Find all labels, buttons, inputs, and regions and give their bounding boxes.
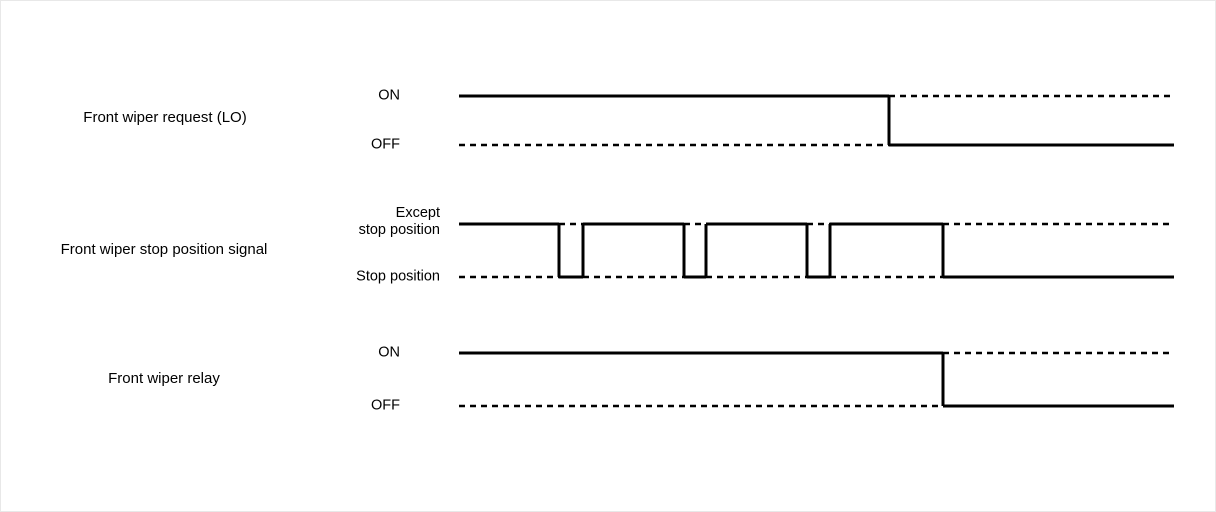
level-label-line1: Except: [395, 205, 440, 221]
level-label-line2: stop position: [358, 222, 440, 238]
level-label-stop-position: Stop position: [356, 268, 440, 285]
level-label-off-relay: OFF: [371, 397, 400, 414]
signal-label-front-wiper-relay: Front wiper relay: [108, 370, 220, 387]
signal-label-front-wiper-stop-position-signal: Front wiper stop position signal: [60, 241, 268, 258]
level-label-on-relay: ON: [378, 344, 400, 361]
signal-label-front-wiper-request-lo: Front wiper request (LO): [83, 109, 247, 126]
level-label-on-request: ON: [378, 87, 400, 104]
level-label-off-request: OFF: [371, 136, 400, 153]
